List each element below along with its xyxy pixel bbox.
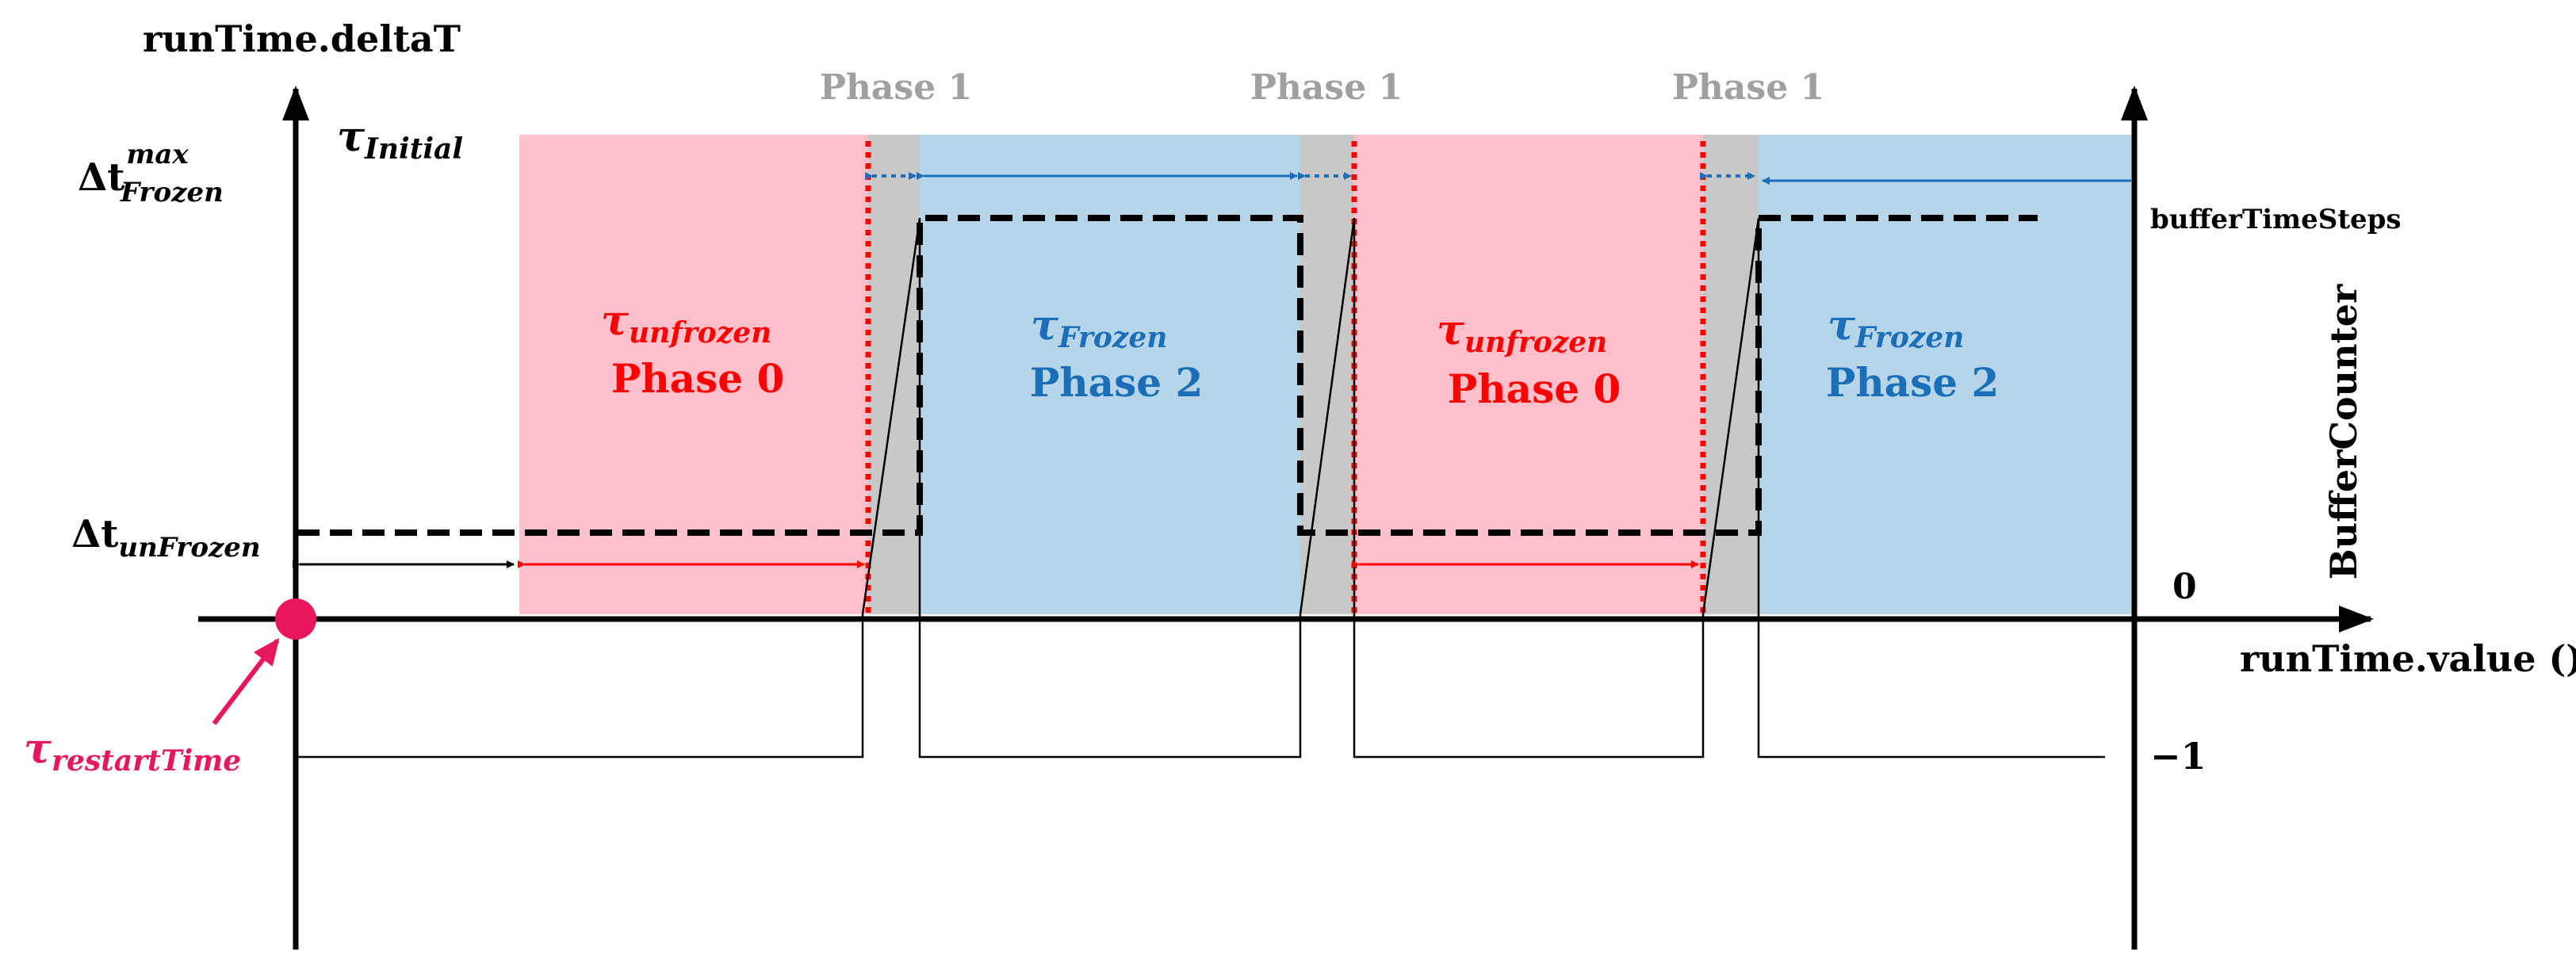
- y-axis-right-title: BufferCounter: [2322, 284, 2365, 579]
- buffer-time-steps-label: bufferTimeSteps: [2150, 204, 2402, 235]
- phase0-label-1: Phase 0: [611, 355, 785, 402]
- phase2-label-2: Phase 2: [1826, 359, 2000, 406]
- phase1-label-2: Phase 1: [1250, 67, 1403, 108]
- y-axis-left-title: runTime.deltaT: [143, 17, 461, 60]
- restart-time-marker: [275, 598, 316, 640]
- tau-initial-label: τInitial: [337, 113, 463, 166]
- tau-restart-label: τrestartTime: [24, 724, 241, 778]
- phase1-label-1: Phase 1: [820, 67, 972, 108]
- tau-frozen-label-2: τFrozen: [1828, 301, 1964, 354]
- frozen-region-1: [920, 135, 1300, 614]
- dt-unfrozen-label: ΔtunFrozen: [71, 512, 261, 564]
- restart-pointer-arrow: [212, 637, 280, 725]
- x-axis-title: runTime.value (): [2240, 637, 2576, 680]
- transition-region-1: [868, 135, 920, 614]
- buffer-zero-label: 0: [2172, 567, 2197, 607]
- frozen-region-2: [1759, 135, 2133, 614]
- buffer-counter-trace: [297, 217, 2105, 759]
- phase0-label-2: Phase 0: [1448, 365, 1621, 412]
- transition-region-3: [1703, 135, 1759, 614]
- tau-unfrozen-label-1: τunfrozen: [601, 296, 771, 350]
- transition-region-2: [1300, 135, 1354, 614]
- phase2-label-1: Phase 2: [1030, 359, 1204, 406]
- tau-frozen-label-1: τFrozen: [1031, 301, 1167, 354]
- buffer-minus-one-label: −1: [2150, 735, 2207, 778]
- delta-t-trace: [297, 215, 2038, 536]
- tau-unfrozen-label-2: τunfrozen: [1437, 306, 1607, 359]
- phase1-label-3: Phase 1: [1672, 67, 1824, 108]
